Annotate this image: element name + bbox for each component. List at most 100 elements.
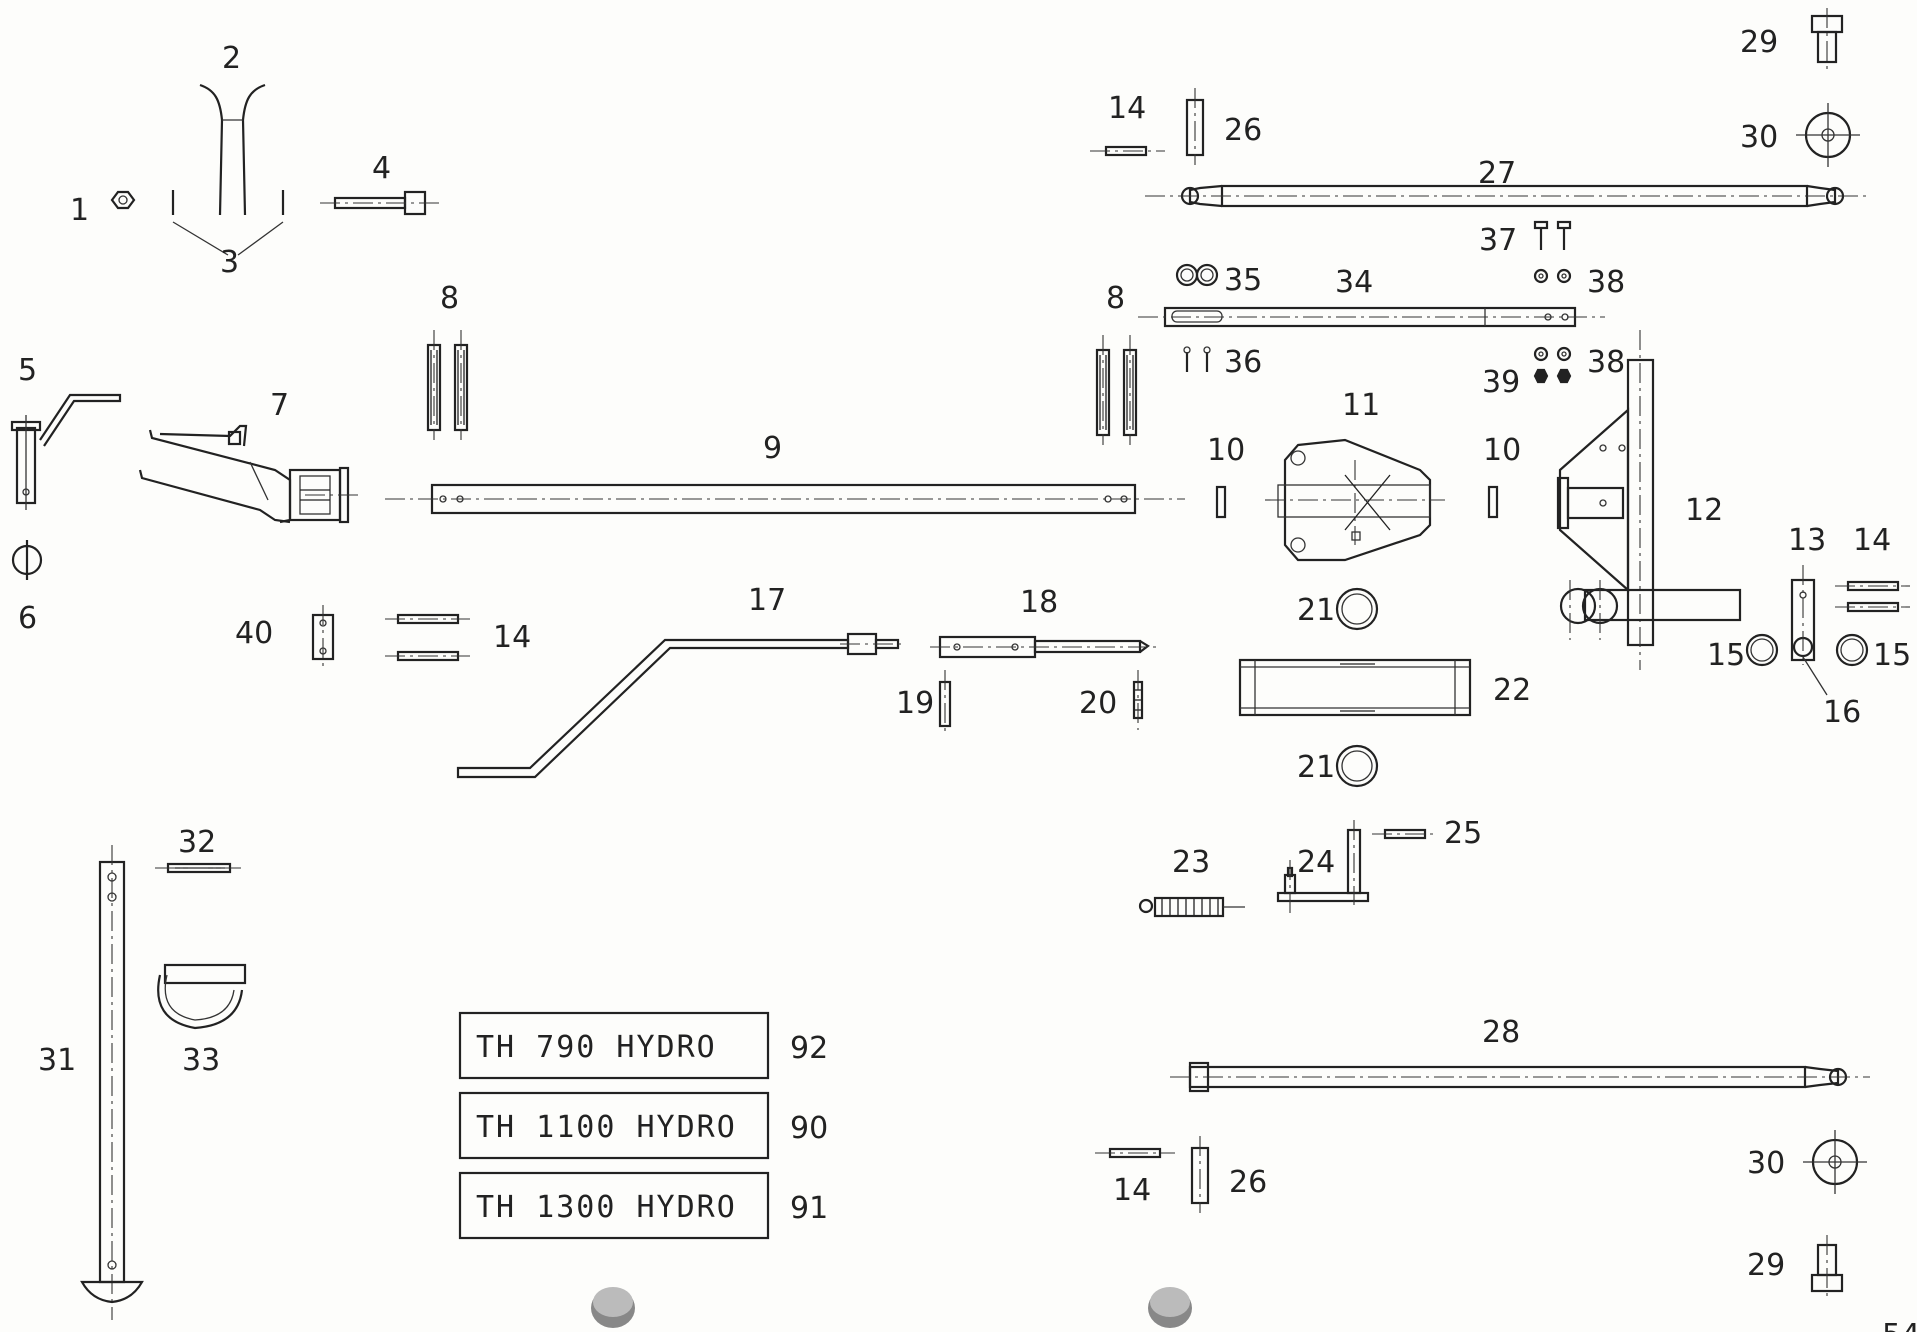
callout-33: 33 (182, 1043, 220, 1078)
model-code: 91 (790, 1191, 828, 1226)
callout-31: 31 (38, 1043, 76, 1078)
callout-39: 39 (1482, 365, 1520, 400)
callout-12: 12 (1685, 493, 1723, 528)
part-35-washers (1175, 263, 1219, 287)
callout-19: 19 (896, 686, 934, 721)
part-12-pivot-bracket (1556, 330, 1742, 670)
callout-29: 29 (1747, 1248, 1785, 1283)
callout-9: 9 (763, 431, 782, 466)
callout-1: 1 (70, 193, 89, 228)
part-5-crank-pin (10, 393, 122, 510)
part-2-spring-clip (199, 83, 266, 216)
model-name: TH 1100 HYDRO (476, 1110, 737, 1145)
callout-14: 14 (1853, 523, 1891, 558)
part-32-pin (155, 862, 245, 874)
model-table: TH 790 HYDRO 92 TH 1100 HYDRO 90 TH 1300… (458, 1011, 828, 1240)
callout-34: 34 (1335, 265, 1373, 300)
callout-16: 16 (1823, 695, 1861, 730)
callout-37: 37 (1479, 223, 1517, 258)
callout-32: 32 (178, 825, 216, 860)
part-38-nuts (1533, 268, 1572, 362)
part-31-jack-stand (80, 845, 144, 1320)
callout-36: 36 (1224, 345, 1262, 380)
part-24-lever-bracket (1276, 820, 1370, 915)
callout-2: 2 (222, 41, 241, 76)
part-3-pins (171, 190, 285, 256)
part-17-crank-handle (456, 632, 905, 779)
part-19-20-pins (938, 670, 1144, 735)
callout-27: 27 (1478, 156, 1516, 191)
callout-3: 3 (220, 245, 239, 280)
callout-26: 26 (1224, 113, 1262, 148)
callout-21: 21 (1297, 593, 1335, 628)
part-14-roll-pins (385, 145, 1910, 1159)
callout-23: 23 (1172, 845, 1210, 880)
model-code: 92 (790, 1031, 828, 1066)
part-34-adjuster-bar (1138, 306, 1605, 328)
callout-30: 30 (1747, 1146, 1785, 1181)
model-name: TH 1300 HYDRO (476, 1190, 737, 1225)
part-30-washers (1796, 103, 1867, 1194)
plastic-knobs (591, 1287, 1192, 1328)
callout-5: 5 (18, 353, 37, 388)
callout-35: 35 (1224, 263, 1262, 298)
part-27-upper-link (1145, 184, 1870, 208)
callout-10: 10 (1483, 433, 1521, 468)
callout-25: 25 (1444, 816, 1482, 851)
callout-14: 14 (493, 620, 531, 655)
part-28-lower-link (1170, 1061, 1870, 1093)
callout-8: 8 (440, 281, 459, 316)
callout-22: 22 (1493, 673, 1531, 708)
model-code: 90 (790, 1111, 828, 1146)
callout-14: 14 (1108, 91, 1146, 126)
part-9-main-tube (385, 483, 1185, 515)
model-name: TH 790 HYDRO (476, 1030, 717, 1065)
callout-40: 40 (235, 616, 273, 651)
part-8-bushings-left (426, 330, 469, 440)
part-40-link-plate (311, 605, 335, 670)
callout-29: 29 (1740, 25, 1778, 60)
part-21-rings (1335, 587, 1379, 788)
callout-6: 6 (18, 601, 37, 636)
part-39-lock-nuts (1533, 368, 1572, 384)
callout-15: 15 (1873, 638, 1911, 673)
callout-10: 10 (1207, 433, 1245, 468)
part-25-pin (1372, 828, 1438, 840)
part-13-link-plate (1790, 565, 1816, 665)
part-6-linch-pin (11, 540, 43, 580)
callout-14: 14 (1113, 1173, 1151, 1208)
part-18-screw-rod (930, 635, 1160, 659)
part-15-washers (1745, 633, 1869, 667)
callout-labels: 1 2 3 4 5 6 7 8 8 9 10 10 11 12 13 14 14… (18, 25, 1911, 1283)
part-7-drawbar-yoke (138, 424, 360, 524)
callout-18: 18 (1020, 585, 1058, 620)
callout-11: 11 (1342, 388, 1380, 423)
callout-20: 20 (1079, 686, 1117, 721)
callout-8: 8 (1106, 281, 1125, 316)
part-4-bolt (320, 190, 440, 216)
callout-30: 30 (1740, 120, 1778, 155)
part-26-pins (1185, 88, 1210, 1213)
callout-7: 7 (270, 388, 289, 423)
callout-17: 17 (748, 583, 786, 618)
part-16-leader (1802, 656, 1828, 696)
part-23-spring (1138, 896, 1245, 918)
callout-21: 21 (1297, 750, 1335, 785)
callout-38: 38 (1587, 345, 1625, 380)
page-tag: 54 (1882, 1318, 1917, 1332)
part-29-bolts (1810, 8, 1844, 1300)
part-36-split-pins (1183, 346, 1211, 372)
part-10-spacers (1215, 485, 1499, 519)
callout-4: 4 (372, 151, 391, 186)
callout-13: 13 (1788, 523, 1826, 558)
callout-24: 24 (1297, 845, 1335, 880)
part-33-lynch-pin (157, 963, 247, 1030)
part-37-screws (1533, 220, 1572, 250)
part-11-mounting-plate (1265, 438, 1445, 562)
part-8-bushings-right (1095, 335, 1138, 445)
callout-15: 15 (1707, 638, 1745, 673)
callout-38: 38 (1587, 265, 1625, 300)
callout-28: 28 (1482, 1015, 1520, 1050)
part-1-nut (110, 190, 136, 210)
